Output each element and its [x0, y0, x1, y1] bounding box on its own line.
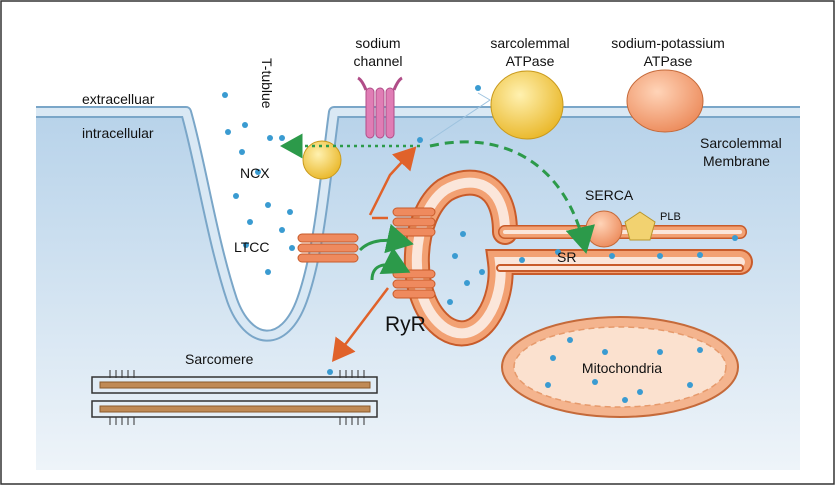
t-tubule-label: T-tublue [259, 58, 275, 109]
sarcomere-filaments [91, 370, 378, 425]
sodium-channel-label-1: sodium [355, 35, 400, 51]
sarcolemmal-atpase-label-2: ATPase [506, 53, 555, 69]
plb-label: PLB [660, 211, 681, 223]
mitochondria-organelle [501, 316, 739, 418]
atpase-efflux-arrow [429, 92, 491, 141]
ryr-release-up-arrow [368, 146, 417, 216]
intracellular-label: intracellular [82, 125, 154, 141]
plb-icon [624, 211, 656, 241]
ltcc-label: LTCC [234, 239, 270, 255]
ryr-label: RyR [385, 313, 426, 336]
calcium-ions [222, 85, 738, 403]
sodium-potassium-atpase-icon [626, 69, 704, 133]
sarcomere-label: Sarcomere [185, 351, 254, 367]
ryr-upper-channel-icon [392, 207, 436, 237]
ryr-release-sarcomere-arrow [331, 287, 389, 362]
na-k-atpase-label-2: ATPase [644, 53, 693, 69]
sr-label: SR [557, 249, 576, 265]
mitochondria-label: Mitochondria [582, 360, 662, 376]
sarcolemmal-atpase-icon [490, 70, 564, 140]
na-k-atpase-label-1: sodium-potassium [611, 35, 725, 51]
ryr-lower-channel-icon [392, 269, 436, 299]
ncx-pump-icon [302, 140, 342, 180]
sarcolemmal-membrane-label-2: Membrane [703, 153, 770, 169]
ncx-label: NCX [240, 165, 270, 181]
sodium-channel-label-2: channel [353, 53, 402, 69]
serca-pump-icon [585, 210, 623, 248]
sodium-channel-icon [357, 76, 403, 139]
sarcolemmal-atpase-label-1: sarcolemmal [490, 35, 569, 51]
serca-label: SERCA [585, 187, 634, 203]
ltcc-channel-icon [297, 233, 359, 263]
sarcolemmal-membrane-label-1: Sarcolemmal [700, 135, 782, 151]
extracellular-label: extracelluar [82, 91, 155, 107]
ltcc-to-ryr-arrow [358, 223, 414, 254]
ltcc-to-ryr-lower-arrow [370, 247, 411, 281]
